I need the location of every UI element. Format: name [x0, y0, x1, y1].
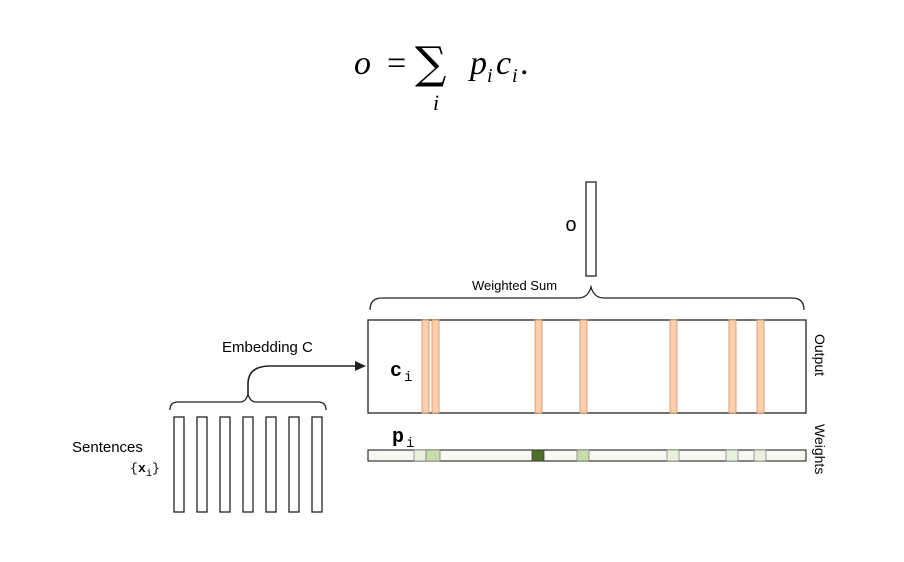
sentences-brace	[169, 393, 327, 411]
weights-bar	[367, 449, 807, 462]
sentence-vector	[288, 416, 300, 513]
output-stripe	[728, 319, 737, 414]
sentence-vector	[265, 416, 277, 513]
output-stripe	[431, 319, 440, 414]
output-memory-matrix	[367, 319, 807, 414]
memory-output-formula: o = ∑ i p i c i .	[354, 38, 529, 115]
output-stripe	[534, 319, 543, 414]
output-stripe	[669, 319, 678, 414]
weight-cell	[531, 449, 545, 462]
embedding-label: Embedding C	[222, 339, 313, 356]
weight-cell	[425, 449, 441, 462]
sentence-vector	[196, 416, 208, 513]
formula-equals: =	[387, 45, 406, 82]
pi-label-sub: i	[406, 436, 414, 452]
sentences-set-sub: i	[146, 468, 152, 480]
weighted-sum-brace	[369, 284, 805, 311]
sentences-set-open: {	[130, 461, 138, 476]
weight-cell	[576, 449, 590, 462]
embedding-arrow	[247, 365, 357, 394]
sentences-set-var: x	[138, 461, 146, 476]
formula-sum-index: i	[433, 90, 439, 115]
weight-cell	[725, 449, 739, 462]
formula-p-sub: i	[487, 65, 493, 87]
output-stripe	[579, 319, 588, 414]
sentence-vector	[173, 416, 185, 513]
weight-cell	[666, 449, 680, 462]
formula-p: p	[468, 45, 487, 82]
formula-lhs: o	[354, 45, 371, 82]
ci-label: c	[390, 360, 402, 383]
weight-cell	[753, 449, 767, 462]
sentence-vectors	[173, 416, 323, 513]
weights-side-label: Weights	[812, 424, 828, 474]
output-vector-o	[585, 181, 597, 277]
weight-cell	[413, 449, 427, 462]
sentence-vector	[242, 416, 254, 513]
pi-label: p	[392, 426, 404, 449]
formula-sum-symbol: ∑	[415, 38, 446, 89]
formula-period: .	[520, 45, 529, 82]
sentences-label: Sentences	[72, 439, 143, 456]
embedding-arrowhead	[355, 361, 366, 371]
formula-c-sub: i	[512, 65, 518, 87]
sentence-vector	[219, 416, 231, 513]
output-stripe	[756, 319, 765, 414]
sentences-set-close: }	[152, 461, 160, 476]
output-vector-label: o	[565, 215, 577, 238]
ci-label-sub: i	[404, 370, 412, 386]
formula-c: c	[496, 45, 511, 82]
sentence-vector	[311, 416, 323, 513]
output-side-label: Output	[812, 334, 828, 376]
output-stripe	[421, 319, 430, 414]
weighted-sum-label: Weighted Sum	[472, 278, 557, 293]
